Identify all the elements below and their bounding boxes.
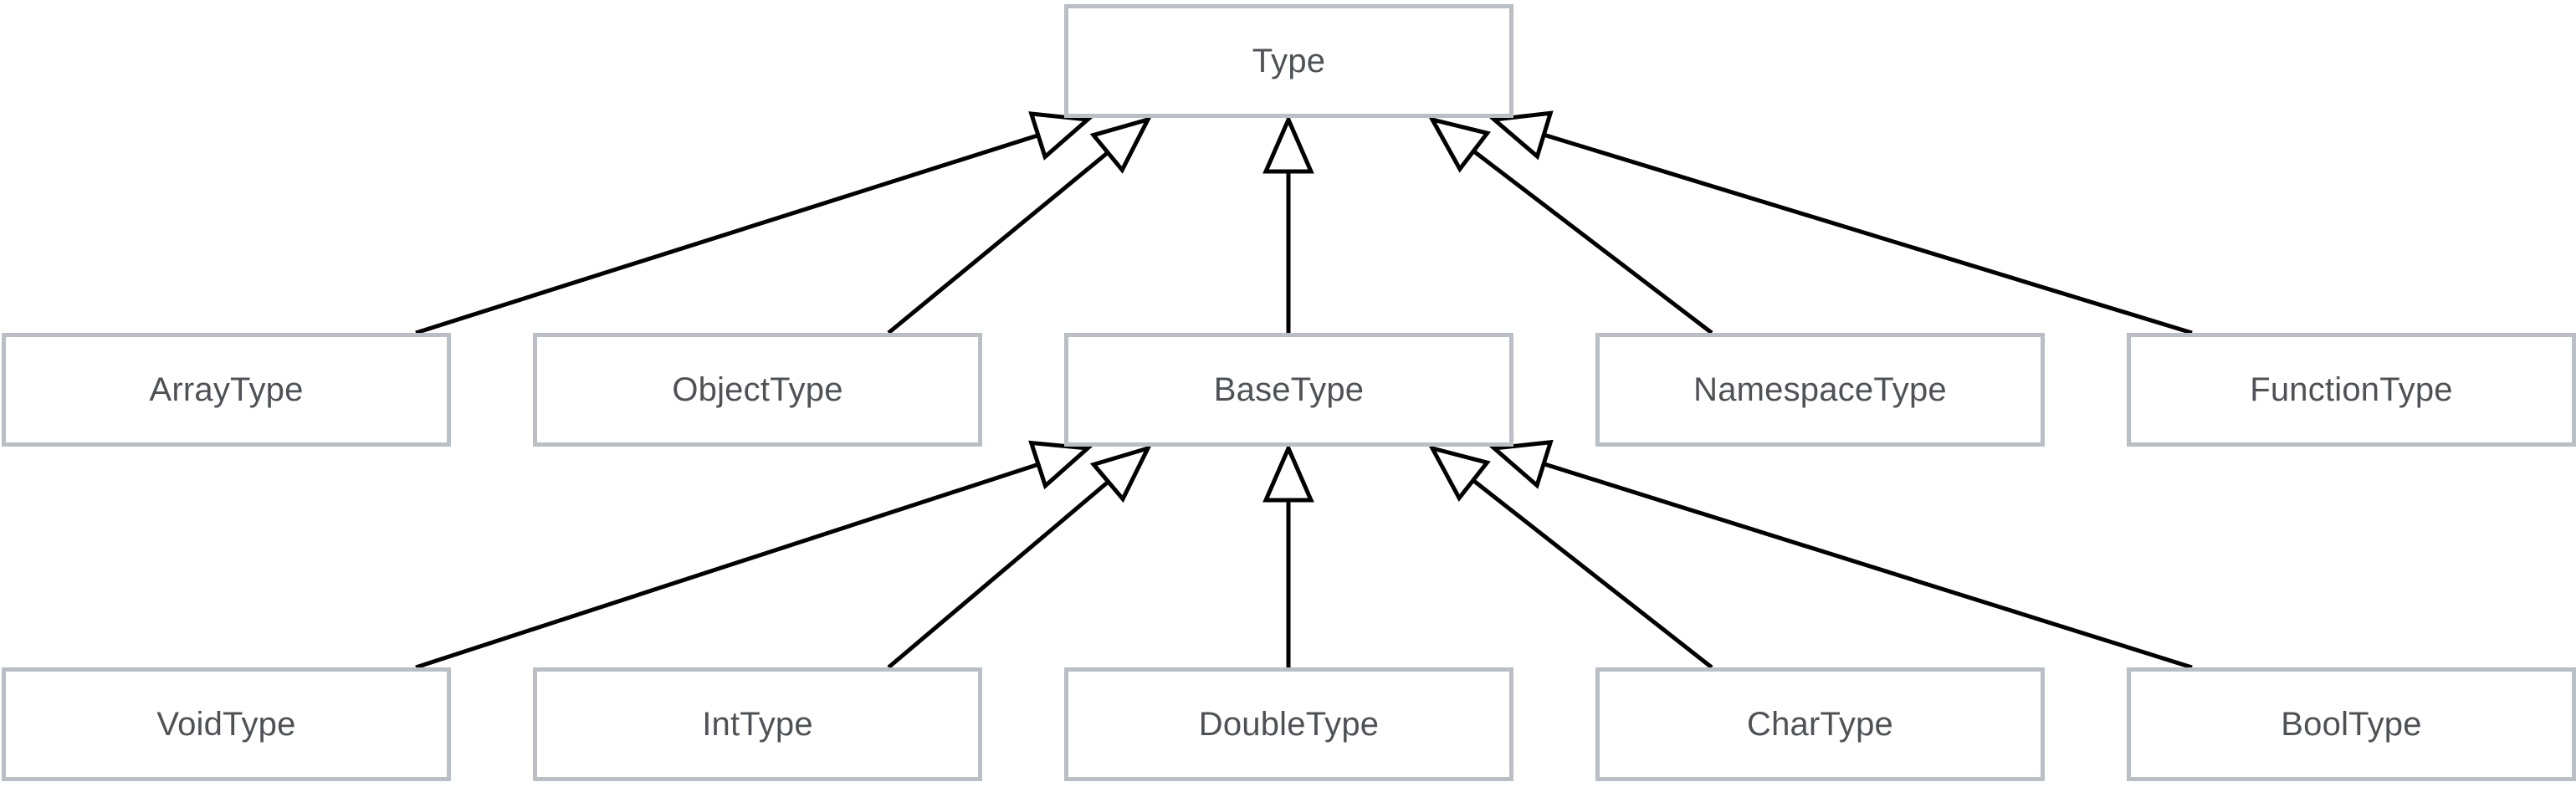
uml-class-node-objecttype[interactable]: ObjectType: [533, 333, 982, 447]
uml-class-node-functiontype[interactable]: FunctionType: [2127, 333, 2576, 447]
uml-edge-line-e-arraytype-type: [415, 133, 1039, 335]
uml-edge-line-e-functiontype-type: [1543, 132, 2193, 335]
uml-class-node-booltype[interactable]: BoolType: [2127, 667, 2576, 781]
uml-class-label-booltype: BoolType: [2281, 706, 2422, 743]
uml-edge-line-e-booltype-base: [1543, 462, 2193, 670]
uml-class-label-namespacetype: NamespaceType: [1693, 371, 1947, 408]
uml-generalization-arrowhead-e-inttype-base: [1089, 444, 1152, 503]
uml-generalization-arrowhead-e-doubletype-base: [1262, 442, 1314, 503]
uml-class-node-doubletype[interactable]: DoubleType: [1064, 667, 1513, 781]
uml-generalization-arrowhead-e-chartype-base: [1428, 445, 1491, 503]
uml-generalization-arrowhead-e-arraytype-type: [1028, 111, 1093, 161]
uml-class-node-voidtype[interactable]: VoidType: [2, 667, 451, 781]
uml-class-label-doubletype: DoubleType: [1198, 706, 1380, 743]
uml-edge-line-e-namespacetype-type: [1472, 149, 1713, 335]
uml-class-node-inttype[interactable]: IntType: [533, 667, 982, 781]
uml-generalization-arrowhead-e-booltype-base: [1489, 439, 1554, 489]
uml-class-label-chartype: CharType: [1746, 706, 1894, 743]
uml-class-label-arraytype: ArrayType: [149, 371, 304, 408]
uml-class-label-objecttype: ObjectType: [672, 371, 843, 408]
uml-class-label-type: Type: [1252, 43, 1326, 79]
uml-class-node-type[interactable]: Type: [1064, 4, 1513, 118]
uml-class-label-inttype: IntType: [702, 706, 813, 743]
uml-generalization-arrowhead-e-namespacetype-type: [1428, 116, 1491, 173]
uml-class-label-basetype: BaseType: [1213, 371, 1365, 408]
uml-generalization-arrowhead-e-basetype-type: [1262, 114, 1314, 174]
uml-class-node-chartype[interactable]: CharType: [1595, 667, 2045, 781]
uml-class-node-arraytype[interactable]: ArrayType: [2, 333, 451, 447]
uml-edge-line-e-inttype-base: [887, 480, 1110, 669]
uml-edge-line-e-voidtype-base: [415, 462, 1039, 670]
uml-generalization-arrowhead-e-objecttype-type: [1089, 116, 1152, 174]
uml-class-node-namespacetype[interactable]: NamespaceType: [1595, 333, 2045, 447]
uml-class-label-voidtype: VoidType: [156, 706, 296, 743]
uml-generalization-arrowhead-e-functiontype-type: [1489, 110, 1554, 161]
uml-edge-line-e-chartype-base: [1472, 478, 1713, 669]
uml-generalization-arrowhead-e-voidtype-base: [1028, 440, 1093, 490]
uml-class-label-functiontype: FunctionType: [2250, 371, 2453, 408]
uml-class-node-basetype[interactable]: BaseType: [1064, 333, 1513, 447]
uml-edge-line-e-objecttype-type: [887, 151, 1109, 335]
